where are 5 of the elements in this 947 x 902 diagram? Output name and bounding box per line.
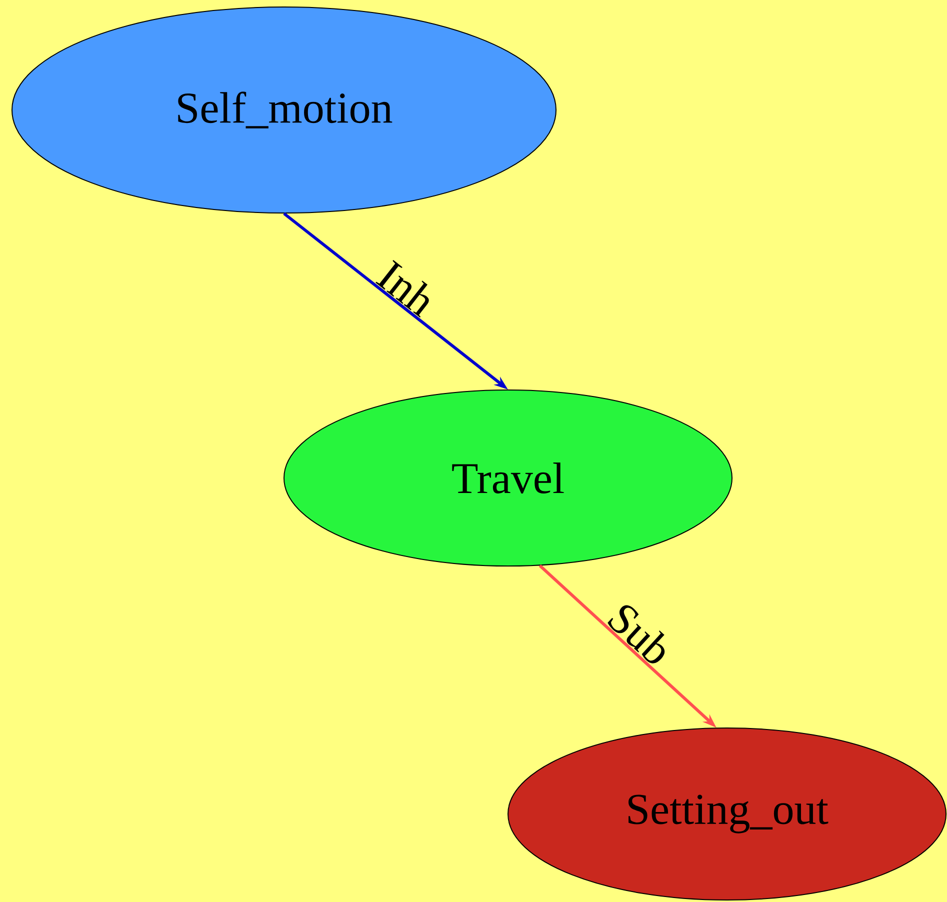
edge-label: Inh (376, 260, 429, 318)
ellipse-node: Travel (284, 390, 732, 566)
edge-label: Sub (608, 605, 665, 664)
ellipse-node: Self_motion (12, 6, 556, 214)
ellipse-node: Setting_out (508, 728, 946, 900)
